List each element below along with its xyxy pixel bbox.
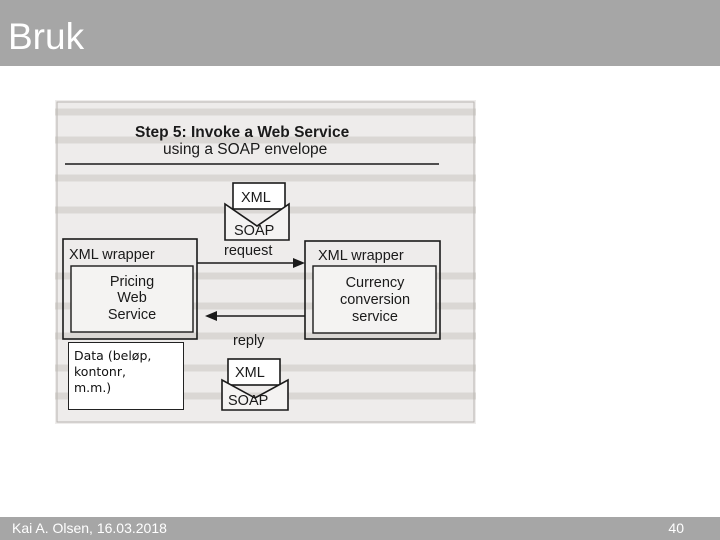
currency-service-line1: Currency bbox=[346, 275, 406, 291]
top-envelope-xml-label: XML bbox=[241, 190, 271, 206]
currency-service-line2: conversion bbox=[340, 292, 410, 308]
right-wrapper-label: XML wrapper bbox=[318, 248, 404, 264]
note-line3: m.m.) bbox=[74, 380, 112, 395]
reply-label: reply bbox=[233, 333, 265, 349]
reply-arrow-head bbox=[205, 311, 217, 321]
page-number: 40 bbox=[668, 520, 684, 536]
note-line1: Data (beløp, bbox=[74, 348, 152, 363]
bottom-envelope-icon: XML SOAP bbox=[221, 358, 289, 411]
footer-bar: Kai A. Olsen, 16.03.2018 40 bbox=[0, 517, 720, 540]
pricing-service-line2: Web bbox=[117, 290, 147, 306]
pricing-service-line3: Service bbox=[108, 307, 156, 323]
request-arrow-head bbox=[293, 258, 305, 268]
title-bar: Bruk bbox=[0, 0, 720, 66]
note-line2: kontonr, bbox=[74, 364, 126, 379]
data-note-box: Data (beløp, kontonr, m.m.) bbox=[68, 342, 184, 410]
figure-heading-line2: using a SOAP envelope bbox=[163, 141, 327, 158]
top-envelope-soap-label: SOAP bbox=[234, 223, 274, 239]
currency-service-line3: service bbox=[352, 309, 398, 325]
slide-title: Bruk bbox=[8, 16, 85, 57]
right-outer-box bbox=[304, 240, 441, 340]
left-outer-box bbox=[62, 238, 198, 340]
top-envelope-icon: XML SOAP bbox=[224, 182, 290, 241]
figure-heading-line1: Step 5: Invoke a Web Service bbox=[135, 124, 350, 141]
left-wrapper-label: XML wrapper bbox=[69, 247, 155, 263]
bottom-envelope-xml-label: XML bbox=[235, 365, 265, 381]
footer-author-date: Kai A. Olsen, 16.03.2018 bbox=[12, 520, 167, 536]
pricing-service-line1: Pricing bbox=[110, 274, 154, 290]
request-label: request bbox=[224, 243, 272, 259]
bottom-envelope-soap-label: SOAP bbox=[228, 393, 268, 409]
currency-service-box bbox=[312, 265, 437, 334]
pricing-service-box bbox=[70, 265, 194, 333]
